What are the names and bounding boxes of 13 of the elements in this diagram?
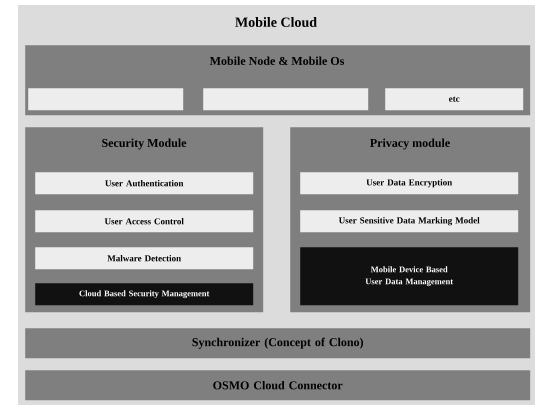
label-box: etc [385, 88, 524, 110]
label-box: User Authentication [35, 172, 254, 194]
panel: OSMO Cloud Connector [25, 370, 530, 400]
label-box: Cloud Based Security Management [35, 283, 254, 306]
empty-box [203, 88, 368, 110]
label-box: Mobile Device Based User Data Management [300, 247, 518, 306]
title: Mobile Cloud [235, 17, 317, 27]
empty-box [28, 88, 184, 110]
label-box: Malware Detection [35, 247, 254, 270]
label-box: User Sensitive Data Marking Model [300, 210, 518, 232]
label-box: User Data Encryption [300, 172, 518, 194]
label-box: User Access Control [35, 210, 254, 232]
panel: Synchronizer (Concept of Clono) [25, 328, 530, 358]
